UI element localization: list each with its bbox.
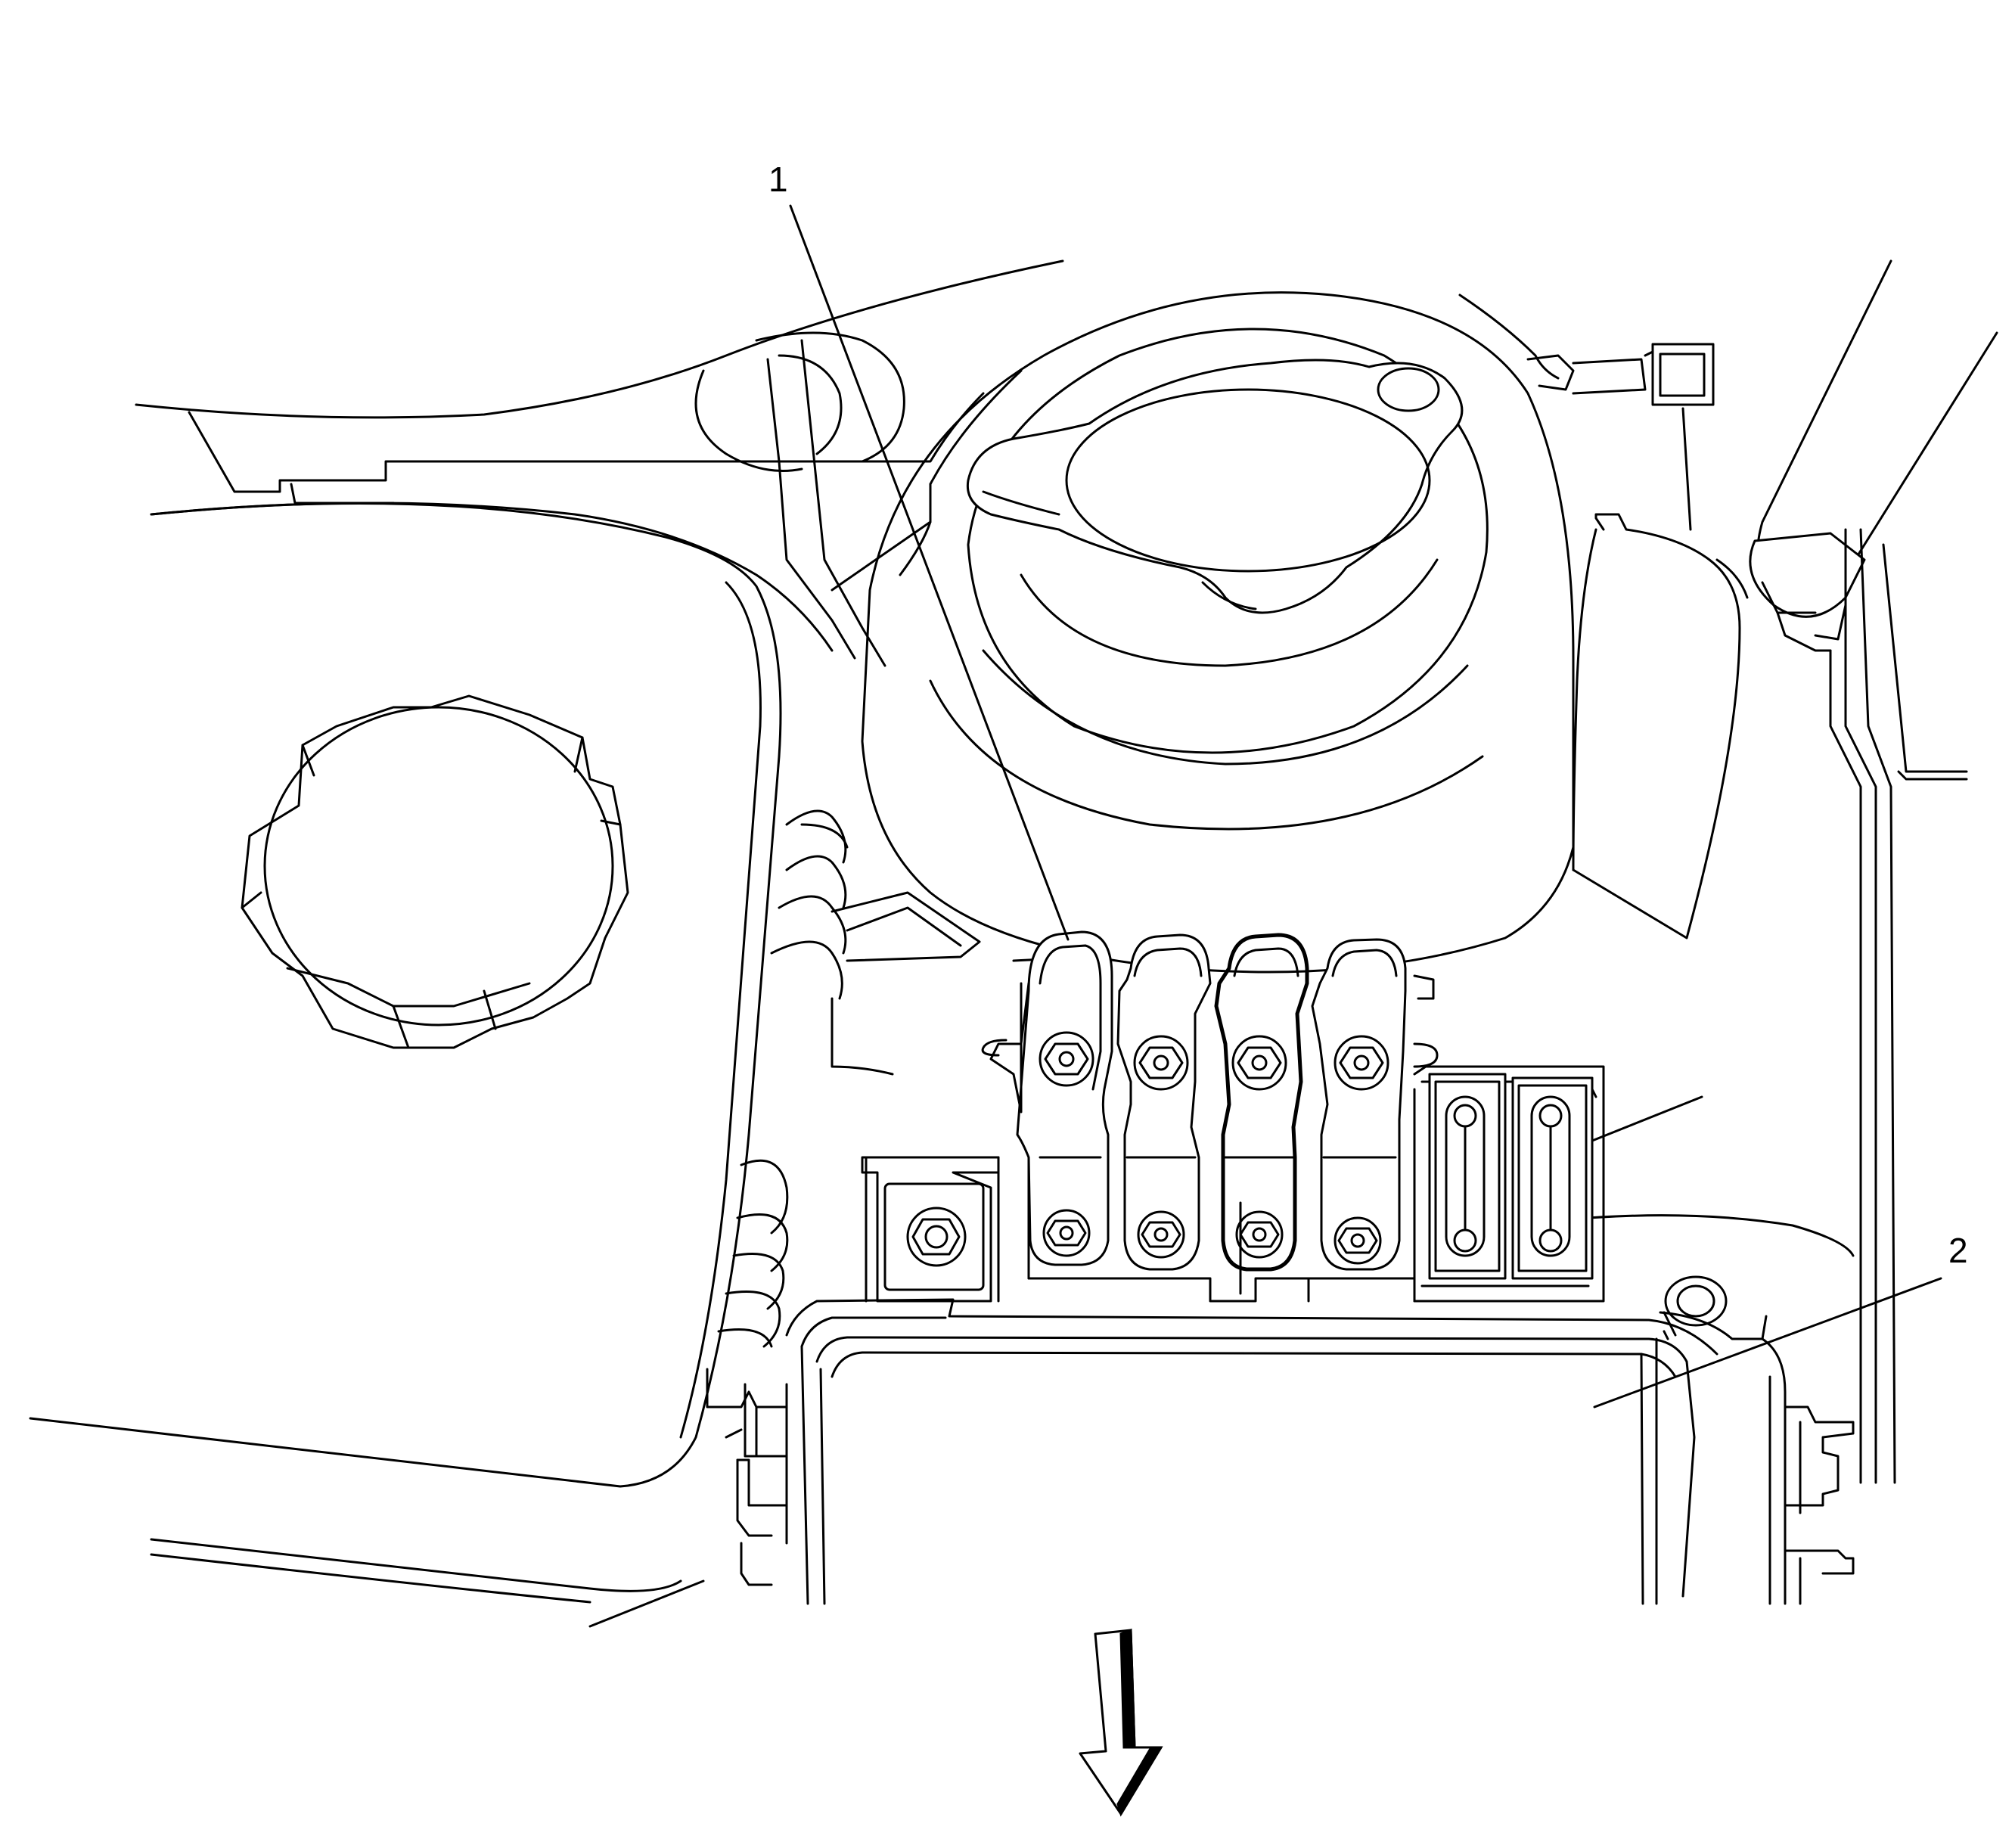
leader-line-2 [1593,1277,1942,1409]
callout-number-2: 2 [1948,1231,1968,1270]
leader-line-1 [789,204,1070,941]
cover-latch-left [706,1368,788,1586]
strut-tower [861,291,1575,974]
reservoir-cap [241,694,629,1049]
fuse-block-cover [785,1275,1787,1605]
callout-leaders [789,204,1942,1409]
fuse-3 [1214,933,1309,1272]
fuse-2 [1116,933,1212,1271]
callout-number-1: 1 [768,160,788,199]
forward-direction-arrow [1079,1628,1163,1817]
battery-terminal-bolt [865,1156,1000,1303]
sensor-connector [1458,294,1715,531]
coolant-reservoir [29,502,782,1628]
cover-latch-right [1784,1405,1855,1605]
right-side-hose [1715,259,1998,1484]
fuse-4 [1311,938,1407,1271]
strut-cap [966,359,1464,614]
right-bracket [1572,513,1855,1257]
bellows-hose [717,809,981,1348]
fuse-1 [1016,930,1113,1266]
maxi-fuses [1413,1065,1605,1303]
